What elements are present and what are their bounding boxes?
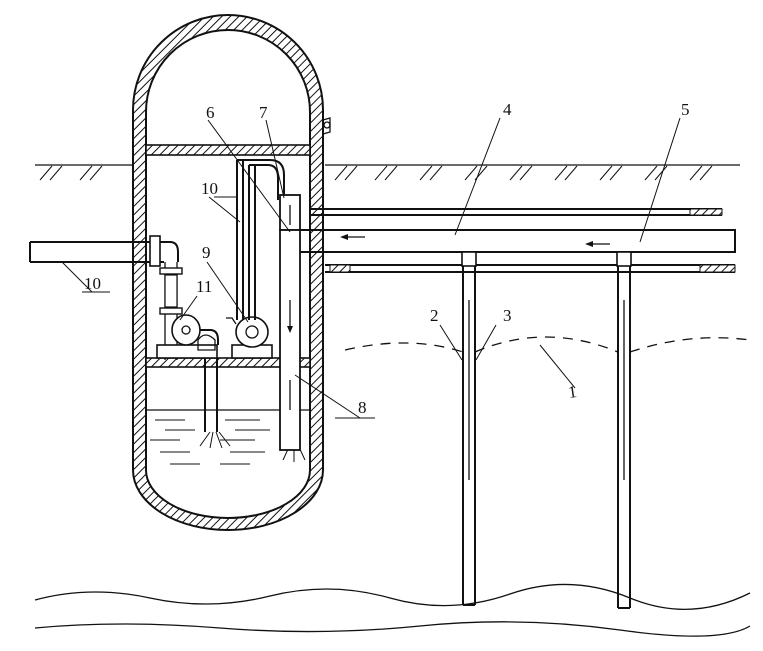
label-1: 1 <box>567 382 578 402</box>
label-3: 3 <box>503 306 512 325</box>
label-11: 11 <box>196 277 212 296</box>
label-10-right: 10 <box>201 179 218 198</box>
ground-surface <box>35 164 740 181</box>
well-point-right <box>616 251 632 609</box>
leader-lines <box>61 117 681 419</box>
label-6: 6 <box>206 103 215 122</box>
bottom-layer <box>34 583 751 637</box>
label-4: 4 <box>503 100 512 119</box>
vacuum-tubes-10 <box>236 159 285 320</box>
discharge-pipe <box>29 235 183 360</box>
header-pipe <box>300 208 736 273</box>
collector-tank-8 <box>279 229 301 451</box>
label-10-left: 10 <box>84 274 101 293</box>
label-7: 7 <box>259 103 268 122</box>
label-2: 2 <box>430 306 439 325</box>
shaft-water <box>146 409 310 465</box>
well-point-left <box>461 251 477 606</box>
label-9: 9 <box>202 243 211 262</box>
label-8: 8 <box>358 398 367 417</box>
label-5: 5 <box>681 100 690 119</box>
water-separator-7 <box>279 194 301 231</box>
lowered-water-table <box>344 336 751 353</box>
pump-shaft <box>132 14 331 531</box>
vacuum-pump-9 <box>226 316 273 359</box>
component-labels: 1 2 3 4 5 6 7 8 9 10 10 11 <box>84 100 690 417</box>
pump-11 <box>156 314 219 432</box>
